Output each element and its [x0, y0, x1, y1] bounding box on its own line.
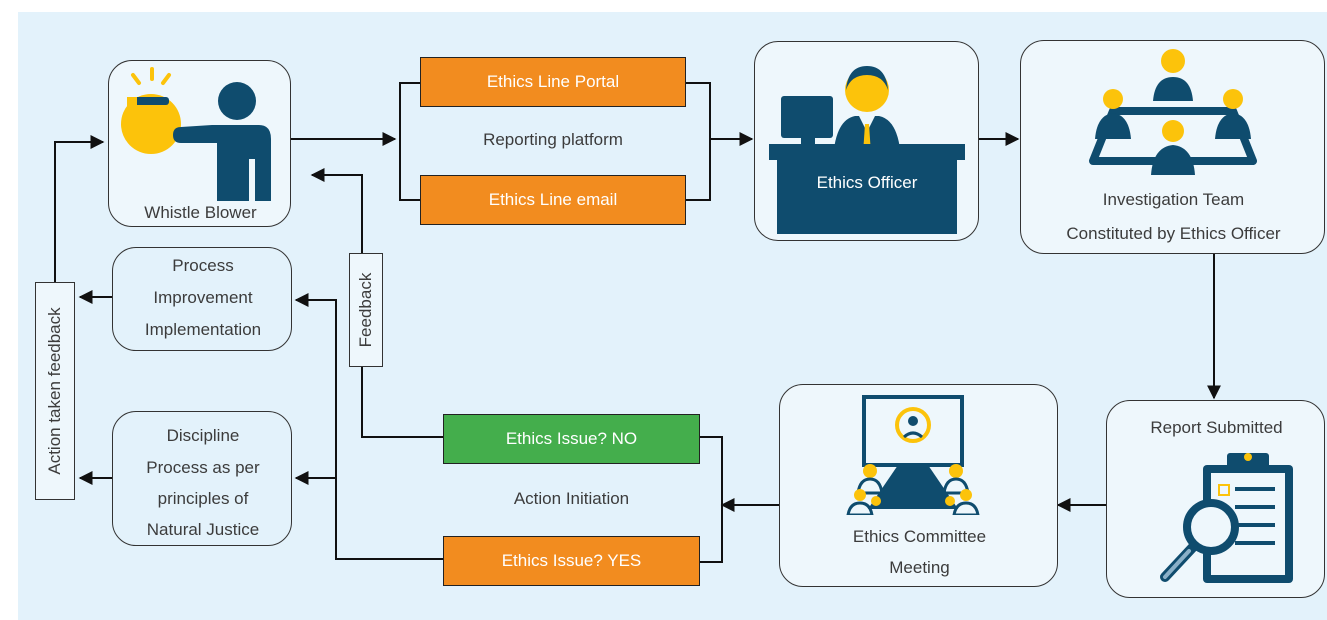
- action-bracket-right: [700, 436, 723, 563]
- investigation-team-box: Investigation Team Constituted by Ethics…: [1020, 40, 1325, 254]
- feedback-label-box: Feedback: [349, 253, 383, 367]
- discipline-label-3: principles of: [157, 489, 249, 508]
- action-initiation-label: Action Initiation: [513, 489, 630, 508]
- action-taken-feedback-label: Action taken feedback: [45, 307, 64, 475]
- ethics-issue-yes-box: Ethics Issue? YES: [443, 536, 700, 586]
- discipline-process-box: Discipline Process as per principles of …: [112, 411, 292, 546]
- whistle-blower-icon: [121, 67, 271, 201]
- ethics-line-email-box: Ethics Line email: [420, 175, 686, 225]
- process-improvement-box: Process Improvement Implementation: [112, 247, 292, 351]
- feedback-label: Feedback: [356, 272, 375, 348]
- ethics-committee-label-2: Meeting: [889, 558, 950, 577]
- discipline-label-4: Natural Justice: [146, 520, 260, 539]
- ethics-issue-no-box: Ethics Issue? NO: [443, 414, 700, 464]
- ethics-officer-icon: [769, 66, 965, 234]
- process-improvement-label-3: Implementation: [144, 320, 262, 339]
- reporting-bracket-right: [686, 82, 711, 201]
- ethics-committee-icon: [846, 395, 980, 515]
- ethics-committee-label-1: Ethics Committee: [852, 527, 987, 546]
- action-taken-feedback-box: Action taken feedback: [35, 282, 75, 500]
- whistle-blower-label: Whistle Blower: [144, 203, 257, 222]
- ethics-line-portal-label: Ethics Line Portal: [486, 72, 620, 91]
- discipline-label-1: Discipline: [166, 426, 240, 445]
- reporting-bracket-left: [399, 82, 420, 201]
- ethics-committee-box: Ethics Committee Meeting: [779, 384, 1058, 587]
- process-improvement-label-2: Improvement: [153, 288, 253, 307]
- investigation-label-2: Constituted by Ethics Officer: [1066, 224, 1281, 243]
- discipline-label-2: Process as per: [146, 458, 260, 477]
- reporting-platform-label: Reporting platform: [483, 130, 623, 149]
- ethics-officer-label: Ethics Officer: [816, 173, 918, 192]
- action-feedback-line: [54, 135, 105, 282]
- report-submitted-label: Report Submitted: [1150, 418, 1283, 437]
- yes-line: [294, 293, 443, 560]
- ethics-issue-no-label: Ethics Issue? NO: [505, 429, 638, 448]
- investigation-team-icon: [1089, 49, 1257, 175]
- ethics-issue-yes-label: Ethics Issue? YES: [501, 551, 642, 570]
- process-improvement-label-1: Process: [172, 256, 234, 275]
- report-clipboard-icon: [1160, 453, 1293, 583]
- ethics-officer-box: Ethics Officer: [754, 41, 979, 241]
- ethics-line-email-label: Ethics Line email: [488, 190, 618, 209]
- investigation-label-1: Investigation Team: [1102, 190, 1245, 209]
- ethics-line-portal-box: Ethics Line Portal: [420, 57, 686, 107]
- report-submitted-box: Report Submitted: [1106, 400, 1325, 598]
- whistle-blower-box: Whistle Blower: [108, 60, 291, 227]
